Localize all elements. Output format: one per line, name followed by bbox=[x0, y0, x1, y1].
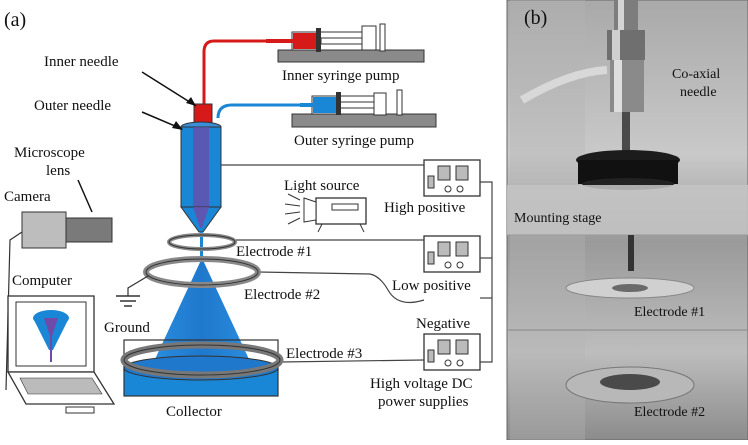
photo-electrode-1-label: Electrode #1 bbox=[634, 305, 705, 320]
high-positive-label: High positive bbox=[384, 200, 466, 216]
hv-label-line2: power supplies bbox=[378, 394, 469, 410]
inner-tube bbox=[202, 39, 266, 104]
inner-syringe-pump bbox=[266, 23, 425, 63]
panel-b-label: (b) bbox=[524, 7, 547, 29]
outer-syringe-pump bbox=[291, 89, 437, 128]
panel-a: (a) Inner syringe pump Outer syringe pum… bbox=[4, 9, 493, 420]
power-supply-negative bbox=[423, 333, 481, 371]
electrode-1-outline bbox=[168, 234, 236, 250]
power-wires bbox=[221, 164, 493, 363]
taylor-cone bbox=[150, 258, 254, 370]
power-supply-low bbox=[423, 235, 481, 273]
coaxial-needle bbox=[180, 103, 222, 262]
outer-tube bbox=[216, 103, 300, 119]
light-source-label: Light source bbox=[284, 178, 360, 194]
photo-coaxial-needle bbox=[519, 0, 680, 190]
lens-label: lens bbox=[46, 163, 70, 179]
electrode-2-label: Electrode #2 bbox=[244, 287, 320, 303]
low-positive-label: Low positive bbox=[392, 278, 471, 294]
coaxial-label-line1: Co-axial bbox=[672, 67, 720, 82]
light-source bbox=[284, 193, 367, 233]
outer-needle-arrowhead bbox=[172, 121, 183, 130]
inner-needle-arrowhead bbox=[186, 97, 196, 106]
camera-label: Camera bbox=[4, 189, 51, 205]
power-supply-high bbox=[423, 159, 481, 197]
photo-mounting-stage bbox=[507, 185, 748, 235]
camera-cable bbox=[5, 231, 23, 391]
panel-a-label: (a) bbox=[4, 9, 26, 31]
microscope-label: Microscope bbox=[14, 145, 85, 161]
lens-pointer bbox=[77, 179, 93, 213]
computer bbox=[6, 295, 116, 414]
inner-needle-label: Inner needle bbox=[44, 54, 119, 70]
hv-label-line1: High voltage DC bbox=[370, 376, 473, 392]
collector-label: Collector bbox=[166, 404, 222, 420]
inner-pump-label: Inner syringe pump bbox=[282, 68, 399, 84]
camera bbox=[21, 211, 113, 249]
electrode-3-outline bbox=[123, 344, 281, 376]
coaxial-label-line2: needle bbox=[680, 85, 717, 100]
outer-pump-label: Outer syringe pump bbox=[294, 133, 414, 149]
computer-label: Computer bbox=[12, 273, 72, 289]
electrode-2-outline bbox=[145, 258, 259, 286]
negative-label: Negative bbox=[416, 316, 470, 332]
ground-label: Ground bbox=[104, 320, 150, 336]
mounting-stage-label: Mounting stage bbox=[514, 211, 602, 226]
photo-electrode-2-label: Electrode #2 bbox=[634, 405, 705, 420]
outer-needle-label: Outer needle bbox=[34, 98, 111, 114]
inner-needle-pointer bbox=[141, 71, 197, 107]
ground-symbol bbox=[116, 275, 149, 307]
panel-b: (b) Co-axial needle Mounting stage Elect… bbox=[506, 0, 748, 441]
electrode-1-label: Electrode #1 bbox=[236, 244, 312, 260]
electrode-3-label: Electrode #3 bbox=[286, 346, 362, 362]
